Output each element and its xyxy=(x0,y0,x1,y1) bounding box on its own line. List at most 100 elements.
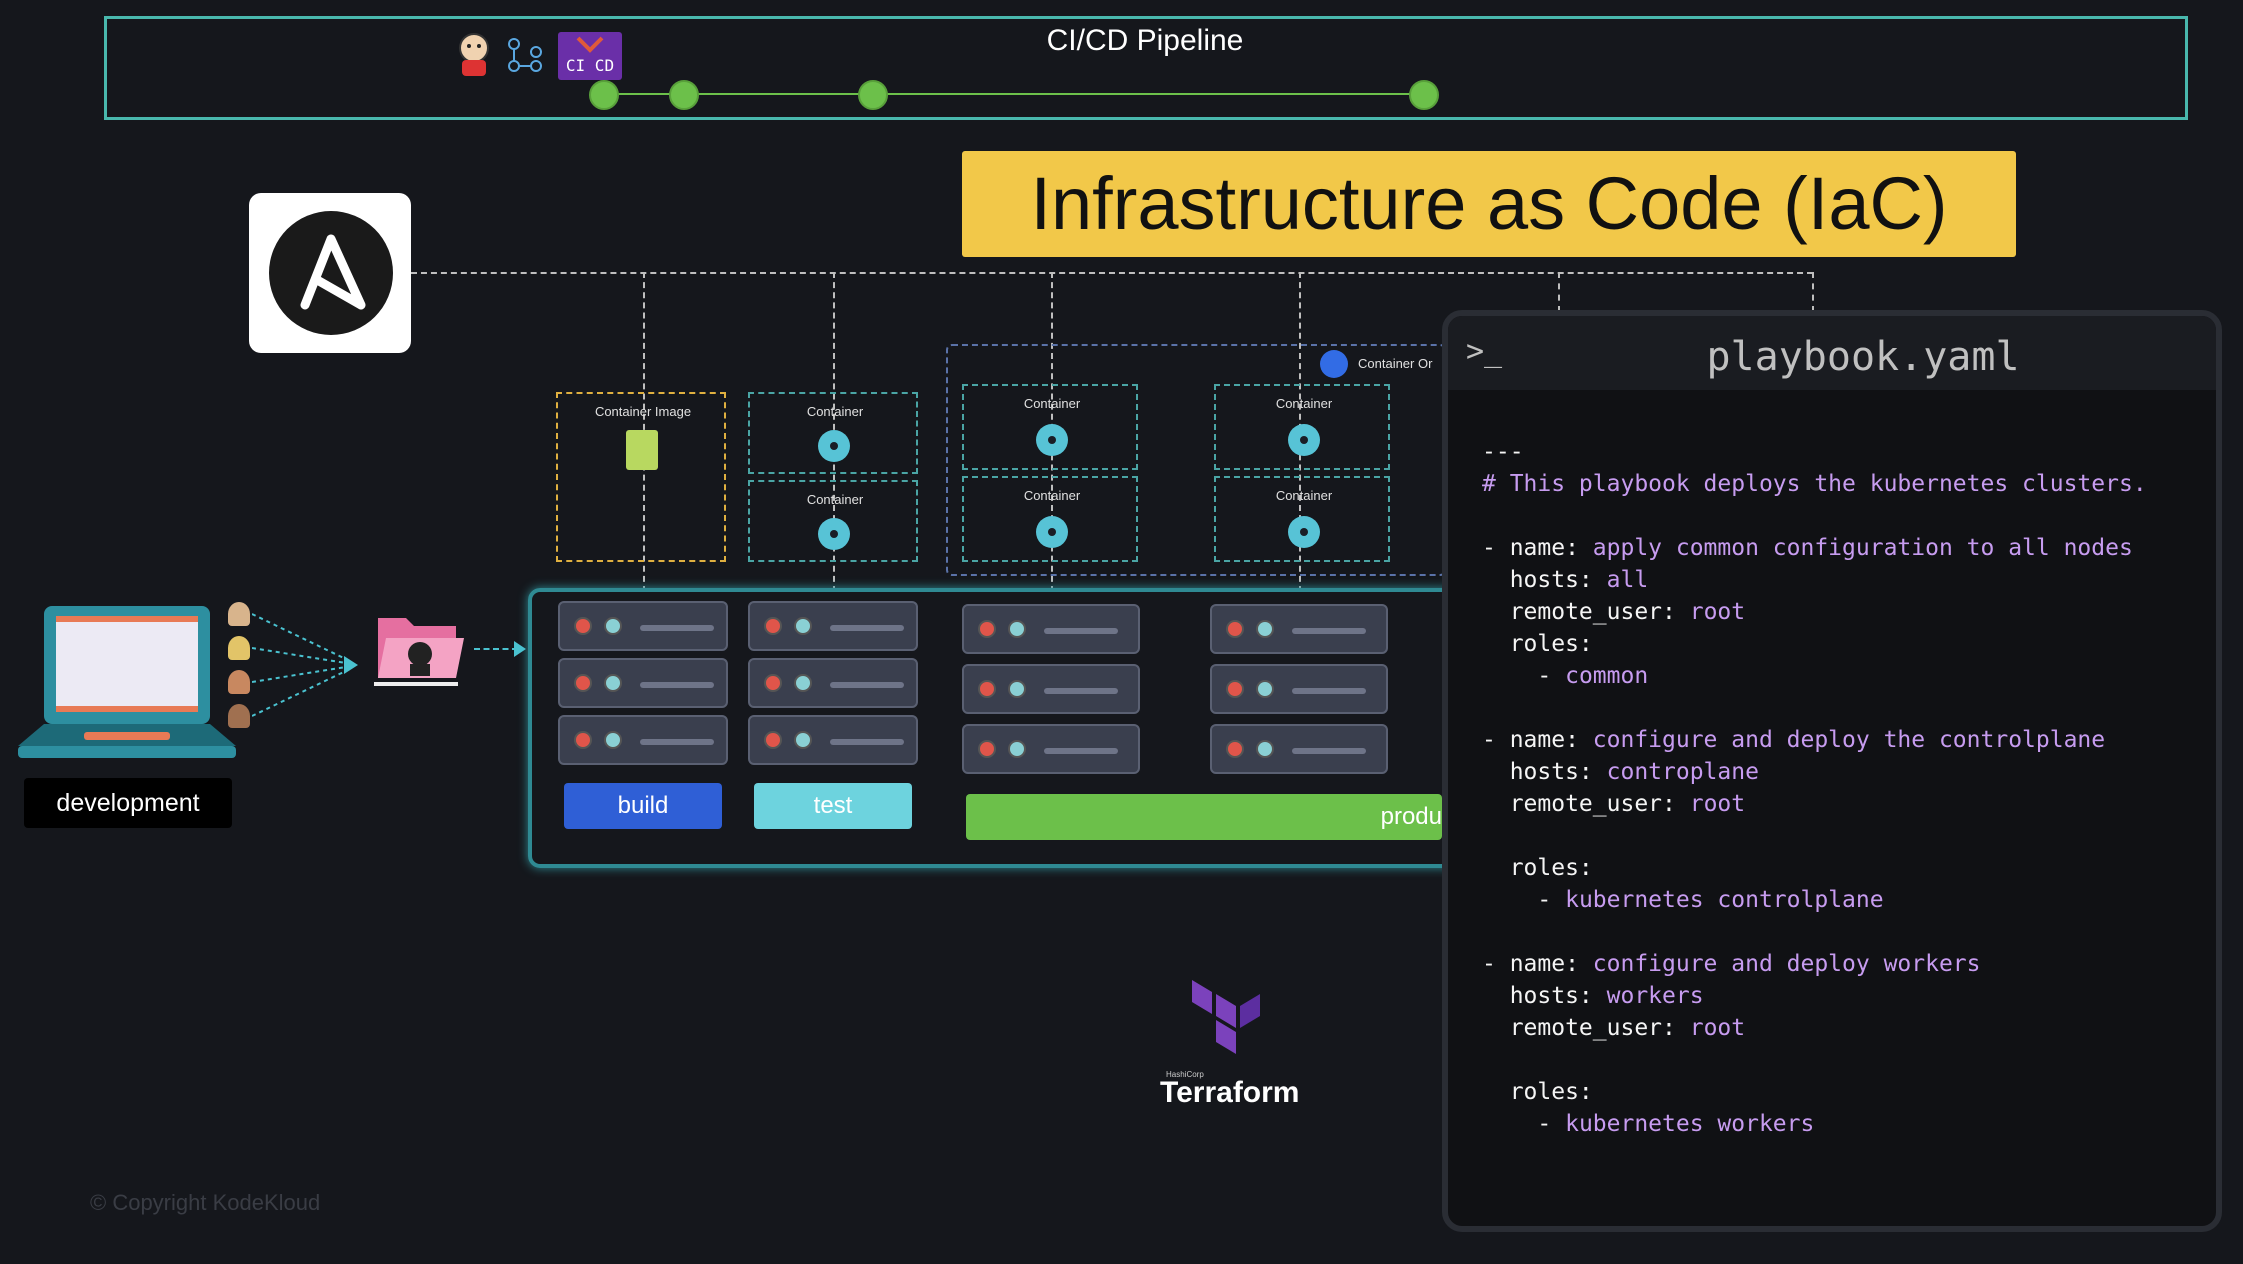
code-block: --- # This playbook deploys the kubernete… xyxy=(1482,436,2147,1140)
container-label: Container xyxy=(1023,396,1081,411)
pipeline-stage-dot[interactable] xyxy=(669,80,699,110)
code-line: - kubernetes workers xyxy=(1482,1108,2147,1140)
cicd-tool-icon: CI CD xyxy=(558,32,622,80)
code-line: remote_user: root xyxy=(1482,596,2147,628)
code-key: --- xyxy=(1482,439,1524,465)
code-key: - name: xyxy=(1482,727,1593,753)
cicd-pipeline-box xyxy=(104,16,2188,120)
repo-to-build-arrow xyxy=(474,648,518,650)
terraform-icon xyxy=(1188,980,1264,1062)
pipeline-connector xyxy=(604,93,1422,95)
container-image-label: Container Image xyxy=(594,404,692,419)
container-label: Container xyxy=(1275,396,1333,411)
code-value: configure and deploy the controlplane xyxy=(1592,727,2106,753)
laptop-icon xyxy=(14,606,240,766)
developer-avatar xyxy=(228,670,250,694)
code-key: roles: xyxy=(1482,855,1593,881)
developer-avatar xyxy=(228,704,250,728)
orchestration-label: Container Or xyxy=(1358,356,1433,371)
container-box: Container xyxy=(748,480,918,562)
pipeline-stage-dot[interactable] xyxy=(858,80,888,110)
code-line: - name: apply common configuration to al… xyxy=(1482,532,2147,564)
container-box: Container xyxy=(962,384,1138,470)
code-line xyxy=(1482,692,2147,724)
terminal-prompt-icon: >_ xyxy=(1466,334,1503,369)
server xyxy=(558,715,728,765)
connector-line xyxy=(1812,272,1814,312)
code-line xyxy=(1482,1044,2147,1076)
ansible-logo xyxy=(249,193,411,353)
code-line: roles: xyxy=(1482,628,2147,660)
code-line: roles: xyxy=(1482,852,2147,884)
container-box: Container xyxy=(962,476,1138,562)
server xyxy=(558,601,728,651)
code-line xyxy=(1482,820,2147,852)
code-line: --- xyxy=(1482,436,2147,468)
gear-icon xyxy=(1288,516,1320,548)
developer-avatar xyxy=(228,636,250,660)
code-key: - xyxy=(1482,663,1566,689)
server xyxy=(1210,604,1388,654)
env-label-production[interactable]: produ xyxy=(966,794,1442,840)
repo-base xyxy=(374,682,458,686)
code-line: remote_user: root xyxy=(1482,788,2147,820)
server xyxy=(748,658,918,708)
gear-icon xyxy=(1288,424,1320,456)
code-line: roles: xyxy=(1482,1076,2147,1108)
code-line: - common xyxy=(1482,660,2147,692)
iac-title-banner: Infrastructure as Code (IaC) xyxy=(962,151,2016,257)
connector-line xyxy=(1558,272,1560,312)
pipeline-stage-dot[interactable] xyxy=(1409,80,1439,110)
panel-title: playbook.yaml xyxy=(1706,334,2020,380)
code-key: hosts: xyxy=(1482,983,1607,1009)
code-key: roles: xyxy=(1482,1079,1593,1105)
code-line: hosts: workers xyxy=(1482,980,2147,1012)
server xyxy=(748,715,918,765)
code-key: - xyxy=(1482,1111,1566,1137)
ansible-connector xyxy=(411,272,1813,274)
playbook-panel: >_ playbook.yaml --- # This playbook depl… xyxy=(1442,310,2222,1232)
code-value: kubernetes workers xyxy=(1565,1111,1815,1137)
github-repo-icon xyxy=(376,608,466,684)
panel-header: >_ playbook.yaml xyxy=(1448,316,2216,390)
code-line: - kubernetes controlplane xyxy=(1482,884,2147,916)
gear-icon xyxy=(818,518,850,550)
server xyxy=(1210,724,1388,774)
env-label-build[interactable]: build xyxy=(564,783,722,829)
arrow-head-icon xyxy=(514,641,526,657)
code-key: remote_user: xyxy=(1482,599,1690,625)
code-key: remote_user: xyxy=(1482,1015,1690,1041)
container-label: Container xyxy=(806,492,864,507)
code-value: workers xyxy=(1606,983,1704,1009)
code-key: # This playbook deploys the kubernetes c… xyxy=(1482,471,2147,497)
code-value: root xyxy=(1689,1015,1746,1041)
ansible-icon xyxy=(269,211,393,335)
pipeline-stage-dot[interactable] xyxy=(589,80,619,110)
code-key: - name: xyxy=(1482,535,1593,561)
gear-icon xyxy=(1036,516,1068,548)
terraform-label: Terraform xyxy=(1160,1076,1300,1109)
code-value: kubernetes controlplane xyxy=(1565,887,1884,913)
copyright-text: © Copyright KodeKloud xyxy=(90,1190,321,1215)
code-key: hosts: xyxy=(1482,759,1607,785)
env-label-test[interactable]: test xyxy=(754,783,912,829)
code-line: # This playbook deploys the kubernetes c… xyxy=(1482,468,2147,500)
code-key: hosts: xyxy=(1482,567,1607,593)
jenkins-icon xyxy=(454,30,494,78)
developer-avatar xyxy=(228,602,250,626)
code-line xyxy=(1482,500,2147,532)
server xyxy=(748,601,918,651)
git-workflow-icon xyxy=(506,36,546,76)
code-line xyxy=(1482,916,2147,948)
container-box: Container xyxy=(1214,384,1390,470)
code-value: configure and deploy workers xyxy=(1592,951,1981,977)
server xyxy=(558,658,728,708)
commit-arrows xyxy=(251,610,362,730)
code-line: - name: configure and deploy the control… xyxy=(1482,724,2147,756)
server xyxy=(962,604,1140,654)
code-line: remote_user: root xyxy=(1482,1012,2147,1044)
container-label: Container xyxy=(1275,488,1333,503)
code-line: - name: configure and deploy workers xyxy=(1482,948,2147,980)
kubernetes-icon xyxy=(1320,350,1348,378)
server xyxy=(962,664,1140,714)
